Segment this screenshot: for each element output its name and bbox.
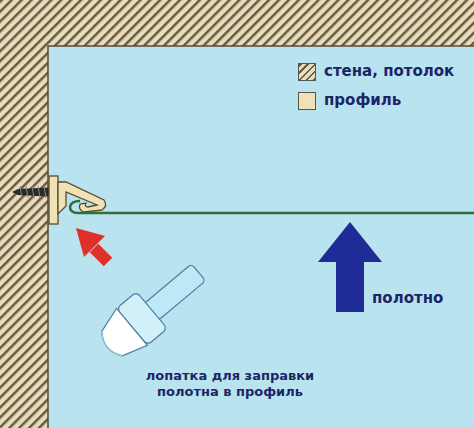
insert-arrow — [76, 228, 108, 262]
spatula — [92, 253, 213, 366]
canvas-label: полотно — [372, 289, 443, 307]
canvas — [70, 201, 474, 213]
legend-text: стена, потолок — [324, 62, 454, 80]
legend-swatch — [298, 63, 316, 81]
ceiling — [0, 0, 474, 46]
legend-swatch — [298, 92, 316, 110]
tool-label: лопатка для заправки полотна в профиль — [130, 368, 330, 399]
wall — [0, 0, 48, 428]
wall-edge — [48, 46, 474, 428]
legend-text: профиль — [324, 91, 401, 109]
